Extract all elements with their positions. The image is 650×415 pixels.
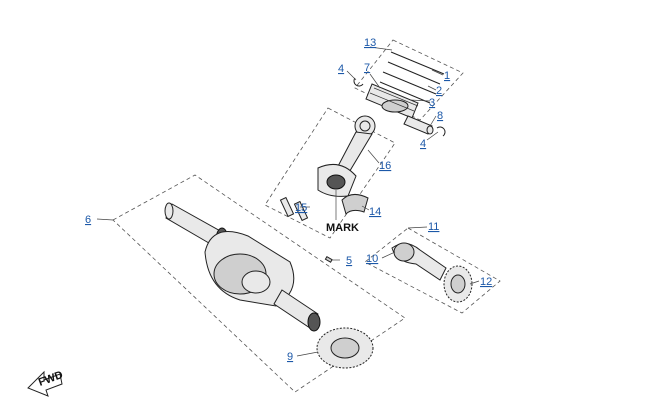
callout-10[interactable]: 10 <box>366 253 378 265</box>
callout-14[interactable]: 14 <box>369 206 381 218</box>
callout-13[interactable]: 13 <box>364 37 376 49</box>
callout-15[interactable]: 15 <box>295 202 307 214</box>
leader-lines <box>96 46 480 357</box>
callout-7[interactable]: 7 <box>364 62 370 74</box>
balancer-shaft-assembly <box>364 227 501 314</box>
callout-5[interactable]: 5 <box>346 255 352 267</box>
circlip-lower <box>436 126 446 137</box>
callout-1[interactable]: 1 <box>444 70 450 82</box>
crankshaft-assembly <box>112 174 406 393</box>
callout-4-lower[interactable]: 4 <box>420 138 426 150</box>
forward-arrow-label: FWD <box>37 369 65 389</box>
callout-6[interactable]: 6 <box>85 214 91 226</box>
connecting-rod-assembly <box>264 107 396 239</box>
callout-9[interactable]: 9 <box>287 351 293 363</box>
callout-12[interactable]: 12 <box>480 276 492 288</box>
callout-8[interactable]: 8 <box>437 110 443 122</box>
mark-label: MARK <box>326 222 359 234</box>
callout-11[interactable]: 11 <box>428 221 439 233</box>
callout-4-upper[interactable]: 4 <box>338 63 344 75</box>
circlip-upper <box>353 77 364 87</box>
piston <box>365 83 419 119</box>
callout-2[interactable]: 2 <box>436 85 442 97</box>
callout-3[interactable]: 3 <box>429 97 435 109</box>
piston-ring-set <box>354 39 464 121</box>
piston-pin <box>403 115 434 135</box>
callout-16[interactable]: 16 <box>379 160 391 172</box>
forward-direction-arrow: FWD <box>27 369 65 397</box>
